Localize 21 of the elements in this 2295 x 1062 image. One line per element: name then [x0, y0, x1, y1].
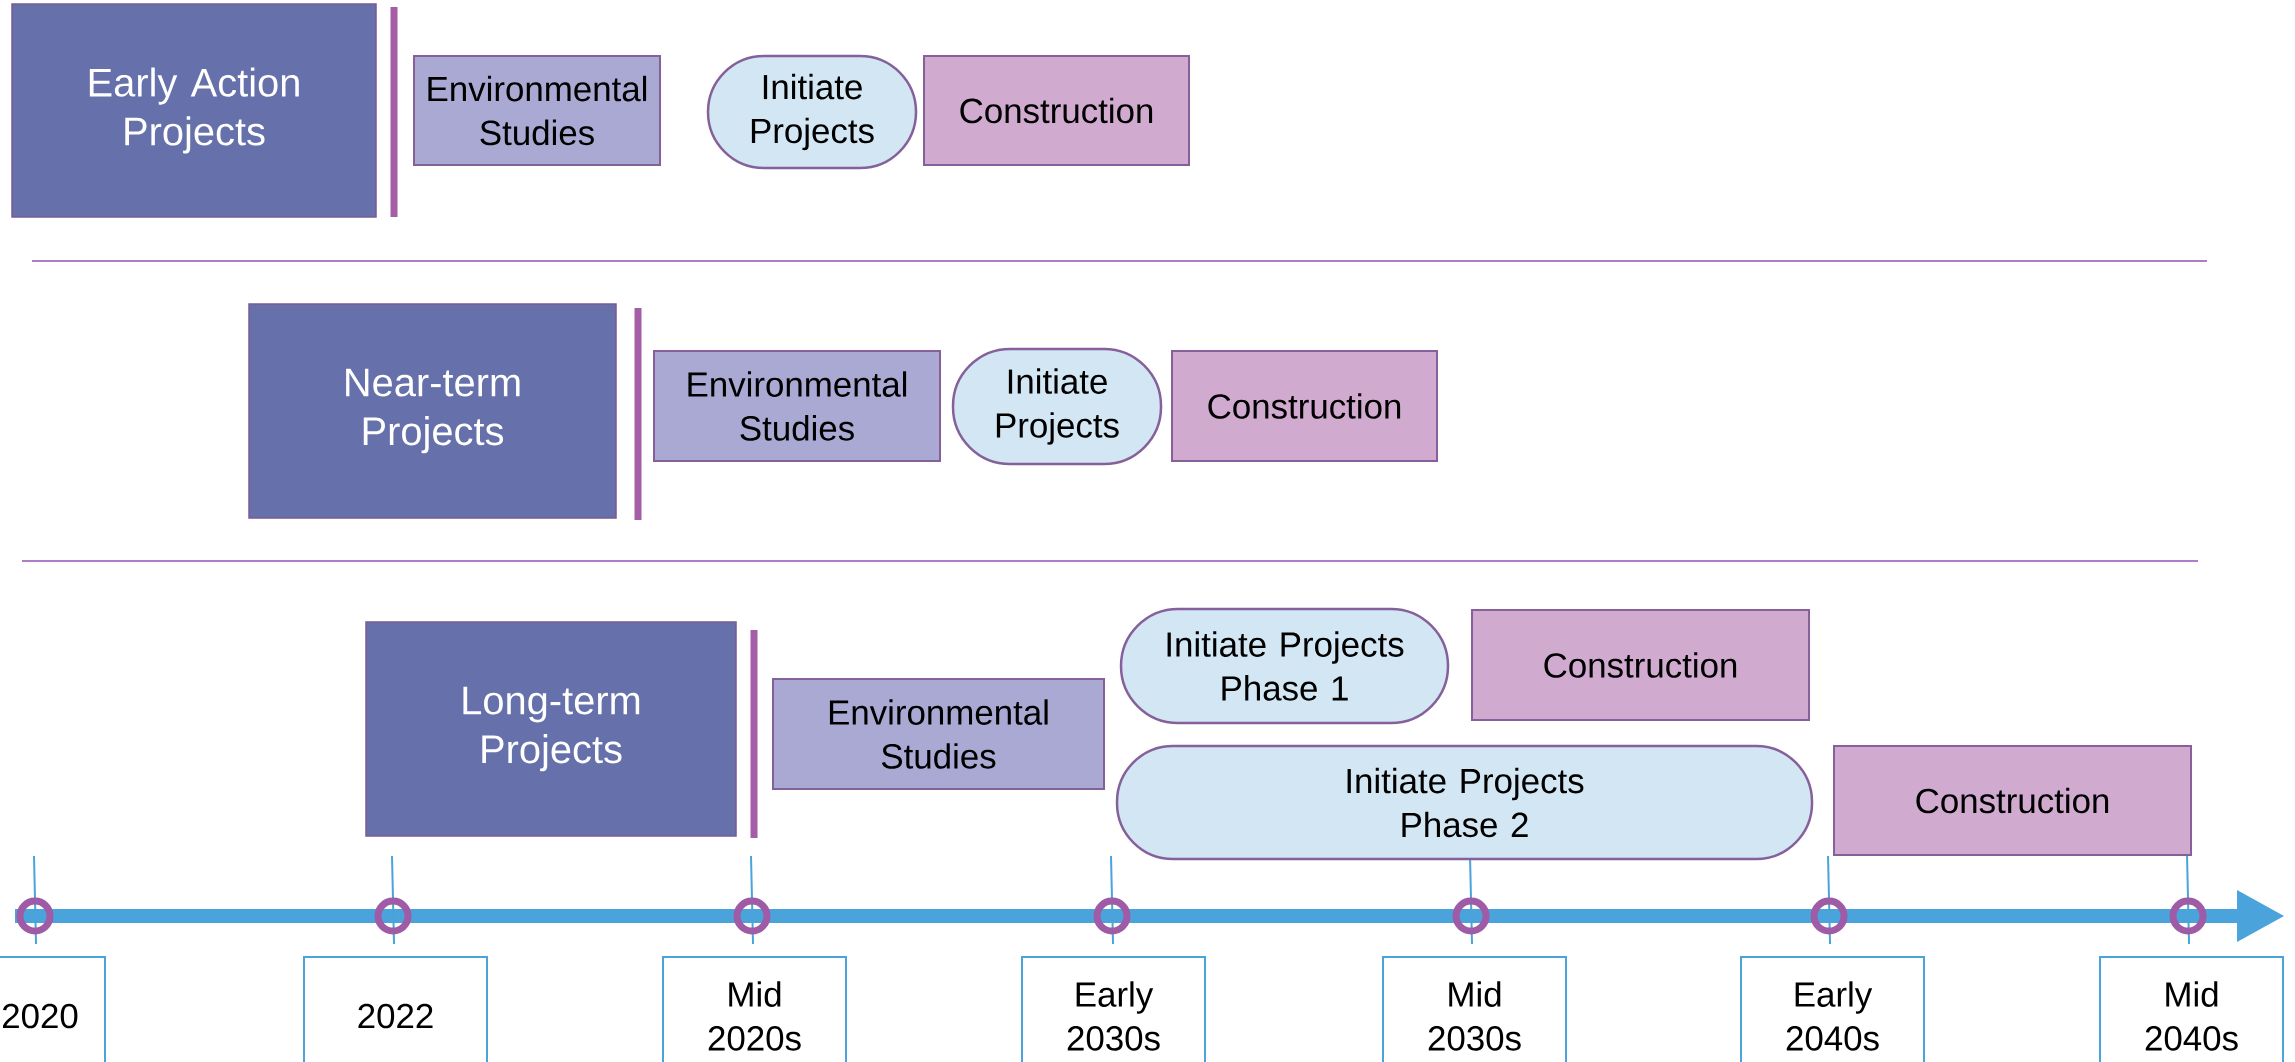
date-box: Early 2040s — [1740, 956, 1926, 1062]
phase-pill: Initiate Projects — [706, 54, 918, 170]
date-box: 2020 — [0, 956, 106, 1062]
phase-pill: Initiate Projects — [951, 347, 1163, 466]
date-box: Mid 2040s — [2099, 956, 2285, 1062]
phase-box: Environmental Studies — [772, 678, 1105, 790]
date-box: Mid 2020s — [662, 956, 847, 1062]
phase-pill: Initiate Projects Phase 1 — [1119, 607, 1450, 725]
date-box: 2022 — [303, 956, 488, 1062]
heading-box: Early Action Projects — [11, 3, 377, 218]
date-box: Early 2030s — [1021, 956, 1206, 1062]
phase-box: Construction — [1171, 350, 1438, 462]
phase-box: Environmental Studies — [653, 350, 941, 462]
heading-box: Long-term Projects — [365, 621, 737, 837]
phase-box: Construction — [923, 55, 1190, 166]
phase-box: Construction — [1833, 745, 2193, 856]
phase-box: Construction — [1471, 609, 1811, 721]
phase-pill: Initiate Projects Phase 2 — [1115, 744, 1814, 861]
heading-box: Near-term Projects — [248, 303, 617, 519]
phase-box: Environmental Studies — [413, 55, 661, 166]
date-box: Mid 2030s — [1382, 956, 1567, 1062]
